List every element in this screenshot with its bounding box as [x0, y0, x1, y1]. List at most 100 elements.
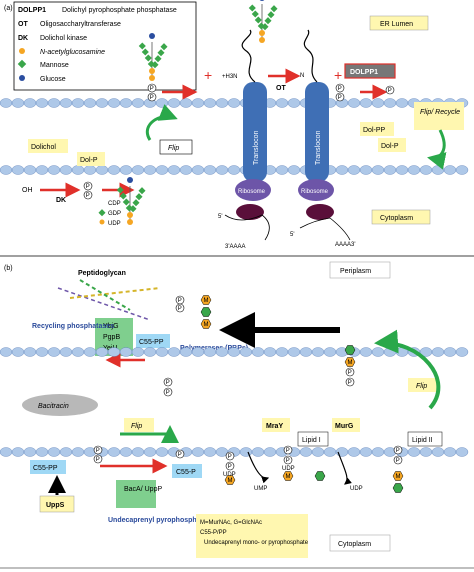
mannose-icon — [122, 198, 130, 206]
mannose-icon — [160, 43, 168, 51]
lipid-head — [407, 165, 421, 175]
lipid1-label: Lipid I — [302, 437, 321, 444]
phosphate-label: P — [338, 86, 342, 92]
lipid-head — [23, 98, 37, 108]
ump-label: UMP — [254, 486, 267, 492]
legend-text-2: Oligosaccharyltransferase — [40, 21, 121, 28]
c55pp-left-label: C55-PP — [33, 465, 58, 472]
phosphate-label: P — [348, 380, 352, 386]
legend-text-5: Mannose — [40, 62, 69, 69]
translocon-right — [305, 82, 329, 182]
lipid-head — [83, 98, 97, 108]
glucose-icon — [259, 0, 265, 1]
murnac-label: M — [348, 360, 353, 366]
legend-text-3: Dolichol kinase — [40, 35, 87, 42]
phosphate-icon — [335, 92, 345, 102]
phosphate-icon — [175, 449, 185, 459]
lipid-head — [71, 447, 85, 457]
lipid-head — [419, 447, 433, 457]
n-label: N — [300, 73, 304, 79]
lipid-head — [119, 165, 133, 175]
lipid2-label: Lipid II — [412, 437, 433, 444]
undecaprenyl-label: Undecaprenyl pyrophosphate phosphatase — [108, 517, 252, 524]
phosphate-label: P — [396, 448, 400, 454]
dol-pp-label: Dol-PP — [363, 127, 386, 134]
flip-box-b-left — [124, 418, 154, 432]
lipid-head — [251, 447, 265, 457]
lipid-head — [311, 347, 325, 357]
glucose-marker-icon — [19, 75, 25, 81]
lipid-head — [347, 98, 361, 108]
phosphate-icon — [225, 461, 235, 471]
phosphate-icon — [283, 445, 293, 455]
mannose-icon — [132, 199, 140, 207]
phosphate-label: P — [178, 452, 182, 458]
lipid-head — [359, 165, 373, 175]
mannose-icon — [144, 54, 152, 62]
upps-box — [39, 495, 75, 513]
lipid-head — [71, 98, 85, 108]
periplasm-box — [329, 261, 391, 279]
phosphate-label: P — [86, 193, 90, 199]
lipid-head — [371, 98, 385, 108]
lipid-head — [407, 447, 421, 457]
er-lumen-label: ER Lumen — [380, 21, 413, 28]
peptidoglycan-strand-1 — [57, 287, 151, 321]
translocon-left-label: Translocon — [253, 131, 260, 165]
lipid-head — [131, 98, 145, 108]
lipid-head — [167, 98, 181, 108]
nascent-peptide-right — [303, 29, 318, 83]
lipid-head — [275, 165, 289, 175]
panel-b: (b) Periplasm Cytoplasm Peptidoglycan Yb… — [0, 261, 469, 558]
mannose-icon — [251, 10, 259, 18]
lipid-head — [155, 447, 169, 457]
amino-terminus-label: +H3N — [222, 74, 238, 80]
lipid-head — [359, 447, 373, 457]
lipid-head — [47, 98, 61, 108]
key-line-1: M=MurNAc, G=GlcNAc — [200, 520, 262, 526]
lipid-head — [35, 347, 49, 357]
lipid-head — [11, 347, 25, 357]
phosphate-icon — [147, 83, 157, 93]
phosphate-label: P — [228, 454, 232, 460]
mannose-icon — [157, 49, 165, 57]
udp-label-b2: UDP — [282, 466, 295, 472]
lipid-head — [299, 447, 313, 457]
ribosome-left-label: Ribosome — [238, 189, 266, 195]
murnac-icon — [200, 319, 212, 329]
lipid-head — [215, 165, 229, 175]
flip-label-b-left: Flip — [131, 423, 142, 430]
dol-p-box-left — [77, 152, 105, 166]
lipid-head — [227, 347, 241, 357]
lipid-head — [455, 165, 469, 175]
lipid-head — [95, 98, 109, 108]
lipid-head — [107, 347, 121, 357]
murnac-label: M — [204, 298, 209, 304]
legend-text-1: Dolichyl pyrophosphate phosphatase — [62, 7, 177, 14]
lipid-head — [227, 165, 241, 175]
udp-label-b3: UDP — [350, 486, 363, 492]
flip-label-b-right: Flip — [416, 383, 427, 390]
legend-key-2: OT — [18, 21, 28, 28]
c55p-label: C55-P — [176, 469, 196, 476]
panel-a-label: (a) — [4, 5, 13, 12]
lipid-head — [227, 98, 241, 108]
mannose-icon — [267, 11, 275, 19]
lipid-head — [263, 347, 277, 357]
lipid-head — [35, 447, 49, 457]
phosphate-label: P — [86, 184, 90, 190]
lipid2-box — [407, 431, 443, 447]
murnac-label: M — [228, 478, 233, 484]
murg-label: MurG — [335, 423, 354, 430]
cytoplasm-label-b: Cytoplasm — [338, 541, 371, 548]
lipid-head — [47, 165, 61, 175]
lipid-head — [395, 98, 409, 108]
lipid-head — [443, 165, 457, 175]
phosphate-icon — [225, 451, 235, 461]
lipid-head — [83, 165, 97, 175]
lipid-head — [95, 165, 109, 175]
dol-pp-box — [360, 122, 394, 136]
lipid-head — [347, 447, 361, 457]
mannose-icon — [141, 48, 149, 56]
